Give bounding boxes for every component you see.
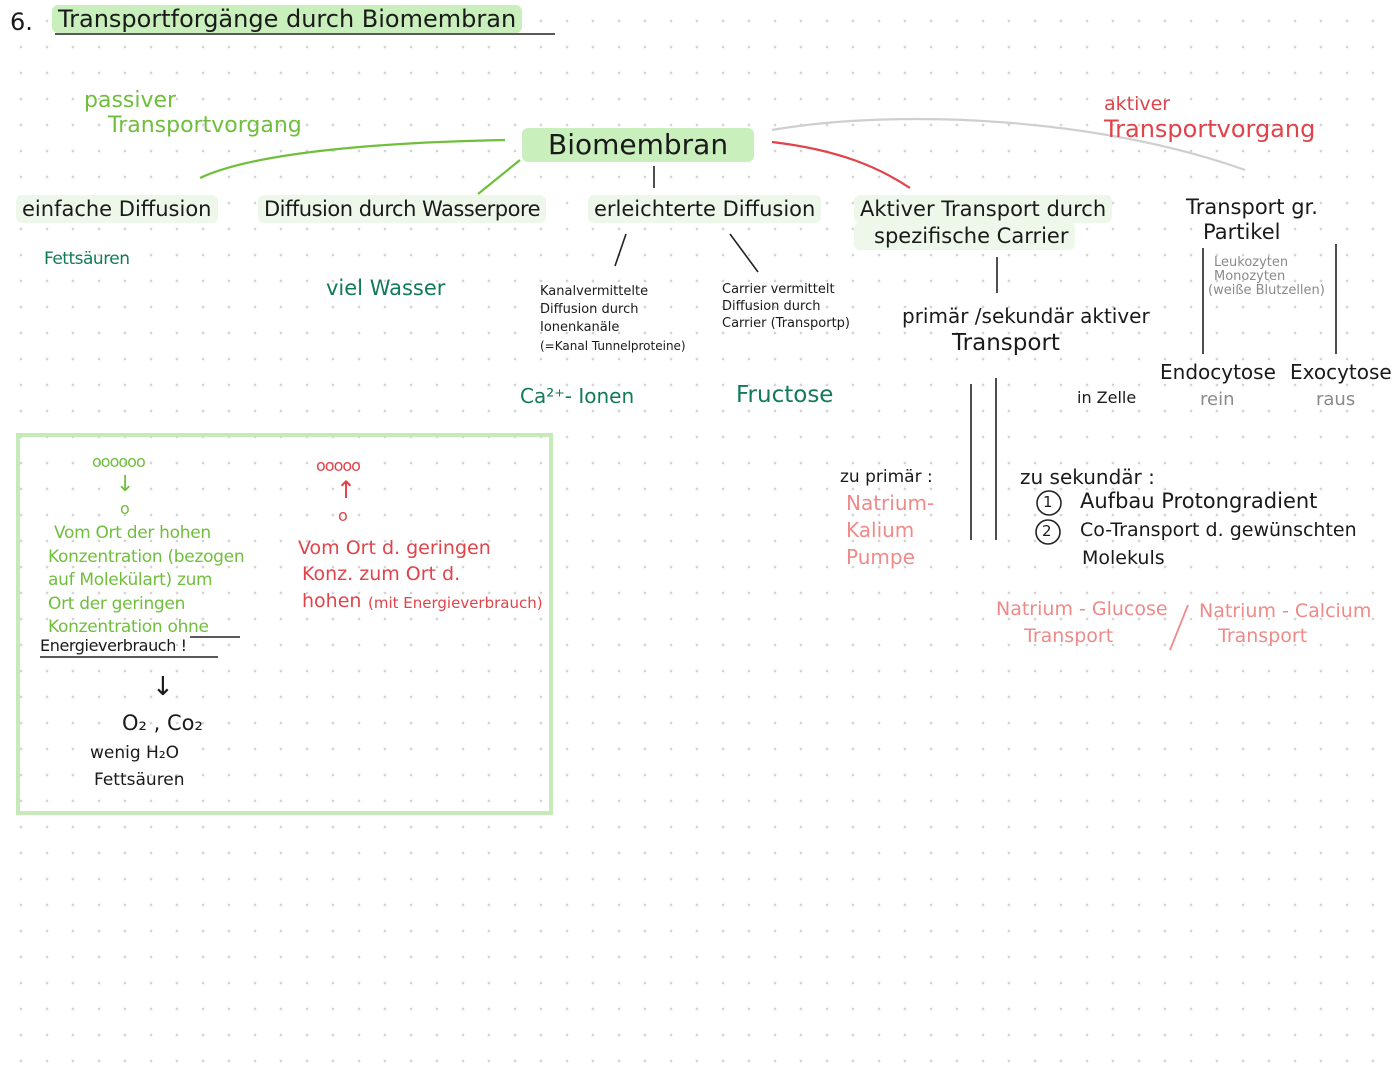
passive-molecules-top: oooooo [92,452,146,471]
transport-comparison-box [16,433,553,815]
secondary-item-2b: Molekuls [1082,547,1165,569]
exocytosis-label: Exocytose [1290,360,1392,384]
active-desc-line4: (mit Energieverbrauch) [368,594,543,612]
passive-arrow-down: ↓ [116,472,135,497]
secondary-label: zu sekundär : [1020,465,1155,489]
channel-line2: Diffusion durch [540,302,639,317]
category-active-transport-line2: spezifische Carrier [854,222,1075,250]
category-large-particles-line2: Partikel [1203,220,1281,244]
example-fructose: Fructose [736,382,834,408]
active-molecule-single: o [338,506,348,525]
channel-line4: (=Kanal Tunnelproteine) [540,339,686,353]
water-connector [477,159,521,195]
exocytosis-direction: raus [1316,389,1356,410]
passive-connector [199,138,506,179]
channel-diffusion-text: Kanalvermittelte Diffusion durch Ionenka… [540,283,686,355]
category-facilitated-diffusion: erleichterte Diffusion [588,195,822,223]
example-fatty-acids: Fettsäuren [44,249,130,269]
category-large-particles-line1: Transport gr. [1186,195,1318,219]
primary-label: zu primär : [840,467,933,487]
primsek-line2: Transport [952,330,1060,356]
active-label-line1: aktiver [1104,93,1171,115]
passive-desc-line5: Konzentration ohne [48,617,209,637]
passive-arrow-examples: ↓ [152,672,174,702]
carrier-line1: Carrier vermittelt [722,282,835,297]
sodium-slash [1169,604,1189,651]
primsek-line1: primär /sekundär aktiver [902,304,1150,328]
active-desc-line3: hohen [302,590,362,612]
passive-example-gases: O₂ , Co₂ [122,711,203,735]
sodium-glucose-line1: Natrium - Glucose [996,598,1168,620]
channel-line1: Kanalvermittelte [540,284,649,299]
primary-line3: Pumpe [846,545,915,569]
active-label-line2: Transportvorgang [1104,115,1316,143]
in-cell-label: in Zelle [1077,388,1137,407]
page-title: Transportforgänge durch Biomembran [52,5,523,33]
leuko-line3: (weiße Blutzellen) [1208,283,1325,298]
carrier-line3: Carrier (Transportp) [722,316,850,331]
passive-desc-line4: Ort der geringen [48,593,186,614]
passive-desc-line1: Vom Ort der hohen [54,523,211,543]
category-simple-diffusion: einfache Diffusion [16,195,218,223]
active-desc-line2: Konz. zum Ort d. [302,563,461,585]
section-number: 6. [10,8,33,36]
carrier-connector [729,233,759,273]
leukocyte-text: Leukozyten Monozyten (weiße Blutzellen) [1208,256,1325,298]
secondary-number-2: 2 [1042,522,1052,540]
passive-molecule-single: o [120,499,130,518]
passive-label-line2: Transportvorgang [108,113,302,138]
endocytosis-direction: rein [1200,389,1235,410]
active-molecules-top: ooooo [316,456,361,475]
passive-desc-line3: auf Molekülart) zum [48,570,213,590]
passive-description: Vom Ort der hohen Konzentration (bezogen… [48,522,245,640]
leuko-line1: Leukozyten [1214,255,1289,270]
large-connector [771,117,1246,172]
secondary-number-1: 1 [1043,493,1053,511]
active-connector [771,140,911,189]
primary-pump-text: Natrium- Kalium Pumpe [846,490,934,571]
carrier-line2: Diffusion durch [722,299,821,314]
number-circle-2 [1035,519,1061,545]
secondary-item-2: Co-Transport d. gewünschten [1080,519,1357,541]
passive-example-water: wenig H₂O [90,743,180,763]
active-desc-line1: Vom Ort d. geringen [298,537,491,559]
channel-connector [614,233,627,267]
leuko-line2: Monozyten [1214,269,1286,284]
center-node: Biomembran [522,128,755,162]
channel-line3: Ionenkanäle [540,320,620,335]
sodium-calcium-line1: Natrium - Calcium [1199,600,1372,622]
active-arrow-up: ↑ [336,476,357,504]
passive-desc-line2: Konzentration (bezogen [48,546,245,567]
category-water-pore: Diffusion durch Wasserpore [258,195,547,223]
primary-line1: Natrium- [846,491,935,515]
sodium-calcium-line2: Transport [1218,625,1308,647]
passive-example-fatty: Fettsäuren [94,770,185,790]
example-much-water: viel Wasser [326,276,446,300]
sodium-glucose-line2: Transport [1024,625,1114,647]
carrier-diffusion-text: Carrier vermittelt Diffusion durch Carri… [722,281,850,332]
example-calcium-ions: Ca²⁺- Ionen [520,384,635,408]
category-active-transport-line1: Aktiver Transport durch [854,195,1113,223]
endocytosis-label: Endocytose [1160,360,1276,384]
number-circle-1 [1036,490,1062,516]
passive-label-line1: passiver [84,88,177,113]
secondary-item-1: Aufbau Protongradient [1080,489,1318,513]
passive-desc-line6: Energieverbrauch ! [40,636,187,655]
primary-line2: Kalium [846,518,915,542]
